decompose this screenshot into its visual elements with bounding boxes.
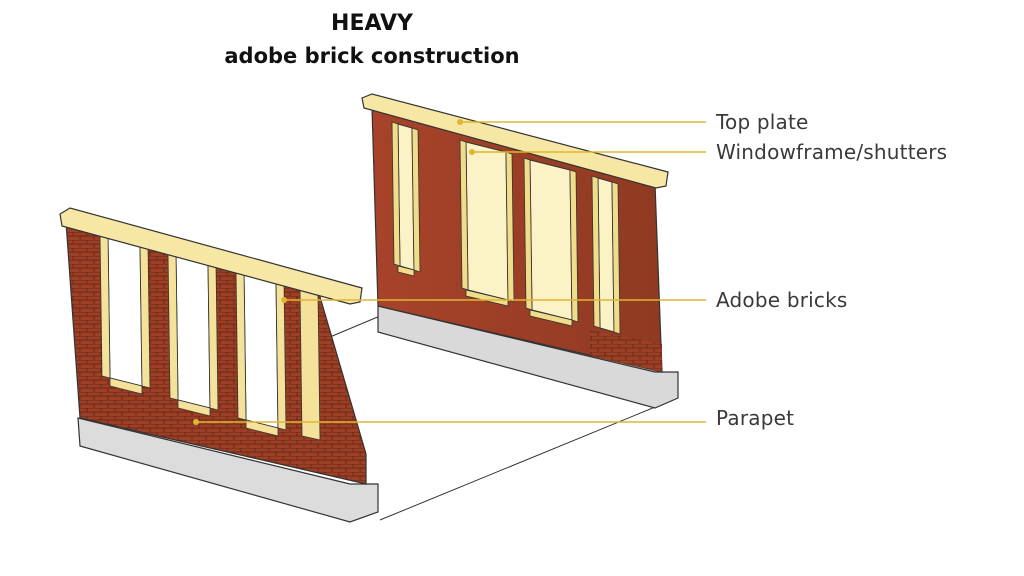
- front-top-plate: [59, 207, 363, 305]
- leader-dot-parapet: [193, 419, 199, 425]
- front-window-2: [175, 253, 211, 409]
- leader-dot-adobe-bricks: [281, 297, 287, 303]
- label-windowframe-shutters: Windowframe/shutters: [716, 140, 948, 164]
- back-wall-brick-texture: [590, 330, 662, 372]
- back-wall-foundation: [377, 305, 679, 409]
- back-window-frames: [391, 121, 621, 335]
- back-window-1: [397, 123, 415, 271]
- title-subtitle: adobe brick construction: [224, 44, 520, 68]
- back-window-4: [597, 177, 615, 333]
- front-wall: [59, 207, 379, 523]
- front-window-3: [243, 271, 279, 429]
- label-top-plate: Top plate: [716, 110, 809, 134]
- back-top-plate: [361, 93, 669, 189]
- back-window-3: [529, 159, 573, 321]
- label-parapet: Parapet: [716, 406, 795, 430]
- title-heavy: HEAVY: [331, 11, 413, 36]
- leader-dot-windowframe: [469, 149, 475, 155]
- label-adobe-bricks: Adobe bricks: [716, 288, 848, 312]
- diagram-title: HEAVY adobe brick construction: [222, 8, 522, 72]
- back-window-2: [465, 141, 509, 301]
- leader-lines: [193, 119, 706, 425]
- front-window-1: [107, 235, 143, 387]
- back-wall: [361, 93, 679, 409]
- front-wall-foundation: [77, 417, 379, 523]
- leader-dot-top-plate: [457, 119, 463, 125]
- front-window-frames: [99, 233, 321, 441]
